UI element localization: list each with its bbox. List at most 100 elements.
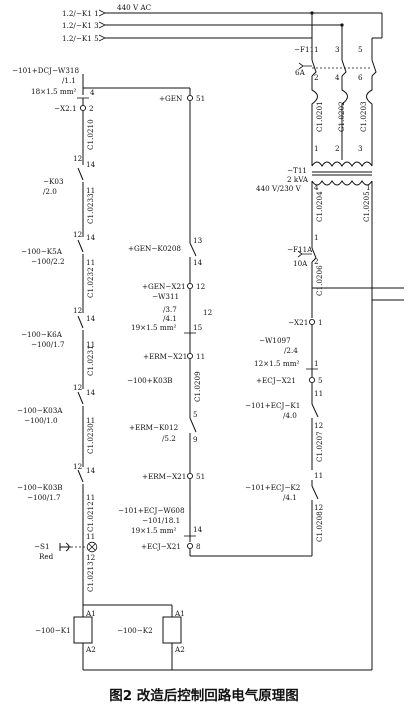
k03a-page: −100/1.0 (24, 416, 58, 425)
k5a-pin-12: 12 (73, 230, 82, 239)
f11-bot-4: 4 (335, 73, 340, 82)
gen-pin: 51 (196, 94, 205, 103)
s1-pin-12: 12 (86, 553, 95, 562)
k0208-pin-13: 13 (193, 236, 203, 245)
k03b-pin-14: 14 (86, 466, 96, 475)
node-1: 1 (314, 144, 319, 153)
wire-c10210: C1.0210 (86, 119, 95, 150)
s1-pin-11: 11 (86, 532, 95, 541)
w311-cable: 19×1.5 mm² (131, 323, 177, 332)
k012-pin-9: 9 (193, 435, 198, 444)
ecj-w608-cable: 19×1.5 mm² (131, 526, 177, 535)
ecj-k1-pin-12: 12 (314, 421, 323, 430)
breaker-f11: −F11 6A 1 3 5 2 4 6 C1.0201 C1.0202 C1.0… (294, 45, 377, 160)
dcj-page: /1.1 (62, 76, 76, 85)
k03-pin-12: 12 (73, 154, 82, 163)
k5a-label: −100−K5A (21, 247, 63, 256)
t11-label: −T11 (287, 166, 307, 175)
k5a-pin-14: 14 (86, 233, 96, 242)
coils: A1 A1 A2 A2 −100−K1 −100−K2 (35, 300, 373, 671)
f11a-pin-1: 1 (314, 233, 319, 242)
w1097-page: /2.4 (284, 346, 298, 355)
right-column-lower: −X21 1 −W1097 /2.4 12×1.5 mm² 1 +ECJ−X21… (190, 318, 324, 557)
node-2: 2 (335, 144, 340, 153)
w1097-pin: 1 (314, 359, 319, 368)
w311-pin: 15 (193, 323, 203, 332)
ecj-k2-label: −101+ECJ−K2 (245, 483, 300, 492)
dcj-ref: −101+DCJ−W318 (12, 66, 79, 75)
erm-k012-label: +ERM−K012 (129, 423, 178, 432)
left-column: −101+DCJ−W318 /1.1 18×1.5 mm² 4 −X2.1 2 … (12, 66, 98, 605)
erm-k012-page: /5.2 (162, 434, 176, 443)
coil-k2-label: −100−K2 (117, 626, 153, 635)
f11a-label: −F11A (287, 245, 313, 254)
f11a-rating: 10A (293, 259, 308, 268)
wire-c10207: C1.0207 (315, 431, 324, 462)
f11-label: −F11 (294, 45, 314, 54)
t11-rating: 2 kVA (287, 175, 309, 184)
k6a-label: −100−K6A (21, 330, 63, 339)
coil-k2-a2: A2 (174, 645, 185, 654)
x21-label: −X21 (288, 318, 308, 327)
ecj-k2-pin-11: 11 (314, 471, 323, 480)
k5a-page: −100/2.2 (31, 257, 65, 266)
x21-label: −X2.1 (54, 104, 77, 113)
outgoing-lines (312, 287, 404, 301)
node-3: 3 (358, 144, 363, 153)
k03b-label: −100+K03B (127, 376, 173, 385)
coil-k2-body (162, 616, 182, 644)
k03a-pin-11: 11 (86, 416, 95, 425)
k6a-pin-12: 12 (73, 306, 82, 315)
wire-c10202: C1.0202 (337, 101, 346, 132)
k6a-pin-11: 11 (86, 340, 95, 349)
wire-c10204: C1.0204 (315, 191, 324, 222)
f11-top-5: 5 (358, 45, 363, 54)
erm-x21-a-label: +ERM−X21 (143, 352, 187, 361)
ecj-k1-label: −101+ECJ−K1 (245, 401, 300, 410)
k03a-label: −100−K03A (17, 406, 63, 415)
w311-page-1: /3.7 (163, 305, 177, 314)
gen-x21-pin: 12 (196, 282, 205, 291)
gen-k0208-label: +GEN−K0208 (128, 244, 181, 253)
middle-column: +GEN 51 13 +GEN−K0208 14 +GEN−X21 12 −W3… (89, 87, 212, 556)
wire-c10203: C1.0203 (359, 101, 368, 132)
k012-pin-5: 5 (193, 410, 198, 419)
f11-bot-6: 6 (358, 73, 363, 82)
ecj-k1-page: /4.0 (283, 411, 297, 420)
wire-c10233: C1.0233 (86, 193, 95, 224)
ecj-x21-pin: 5 (318, 376, 323, 385)
wire-c10206: C1.0206 (315, 265, 324, 296)
k6a-page: −100/1.7 (31, 340, 65, 349)
ecj-x21-label: +ECJ−X21 (141, 542, 181, 551)
supply-l3-label: 1.2/−K1 3 (62, 21, 99, 30)
wire-c10212: C1.0212 (86, 501, 95, 532)
k03b-pin-12: 12 (73, 462, 82, 471)
k03-pin-11: 11 (86, 186, 95, 195)
ecj-k2-pin-12: 12 (314, 503, 323, 512)
wire-c10209: C1.0209 (193, 371, 202, 402)
k03a-pin-14: 14 (86, 388, 96, 397)
coil-k1-a1: A1 (85, 609, 96, 618)
erm-x21-a-pin: 11 (196, 352, 205, 361)
x21-pin-2: 2 (89, 104, 94, 113)
k03a-pin-12: 12 (73, 383, 82, 392)
ecj-x21-label: +ECJ−X21 (256, 376, 296, 385)
s1-label: −S1 (34, 542, 50, 551)
f11-bot-2: 2 (314, 73, 319, 82)
k6a-pin-14: 14 (86, 314, 96, 323)
wire-12: 12 (203, 308, 212, 317)
w1097-label: −W1097 (259, 336, 291, 345)
ecj-w608-label: −101+ECJ−W608 (118, 506, 185, 515)
supply-voltage-label: 440 V AC (117, 3, 152, 12)
supply-l5-label: 1.2/−K1 5 (62, 34, 99, 43)
ecj-w608-page: −101/18.1 (142, 516, 180, 525)
f11a-pin-2: 2 (314, 257, 319, 266)
ecj-w608-pin: 14 (193, 525, 203, 534)
wire-c10205: C1.0205 (362, 191, 371, 222)
coil-k1-label: −100−K1 (35, 626, 71, 635)
k03-page: /2.0 (43, 187, 57, 196)
w1097-cable: 12×1.5 mm² (254, 359, 300, 368)
wire-c10231: C1.0231 (86, 345, 95, 376)
k03b-page: −100/1.7 (27, 493, 61, 502)
